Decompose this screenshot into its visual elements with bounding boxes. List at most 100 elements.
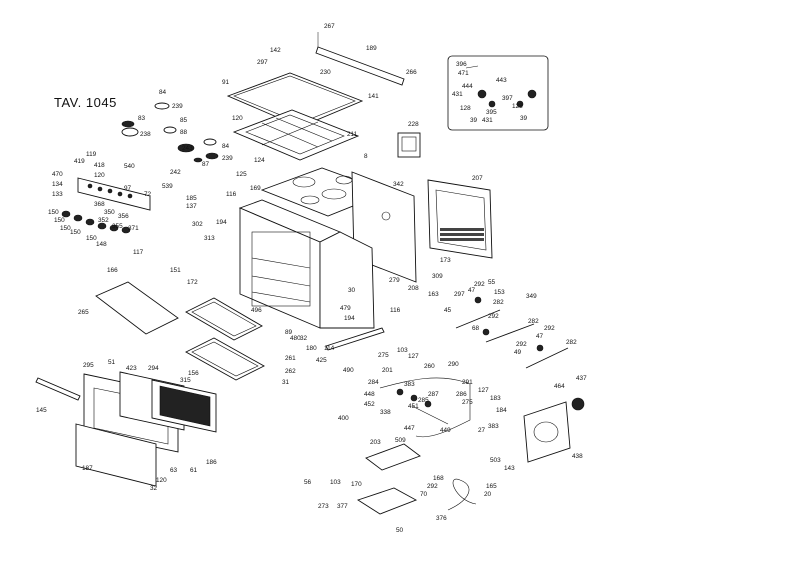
part-label: 242 bbox=[170, 169, 181, 176]
part-label: 39 bbox=[470, 117, 478, 124]
part-label: 201 bbox=[382, 367, 393, 374]
part-label: 444 bbox=[462, 83, 473, 90]
part-label: 286 bbox=[456, 391, 467, 398]
mounting-plate-part bbox=[365, 443, 421, 471]
part-label: 425 bbox=[316, 357, 327, 364]
part-label: 72 bbox=[144, 191, 152, 198]
part-label: 315 bbox=[180, 377, 191, 384]
part-label: 120 bbox=[94, 172, 105, 179]
part-label: 265 bbox=[78, 309, 89, 316]
part-label: 187 bbox=[82, 465, 93, 472]
part-label: 32 bbox=[150, 485, 158, 492]
part-label: 128 bbox=[512, 103, 523, 110]
part-label: 400 bbox=[338, 415, 349, 422]
part-label: 309 bbox=[432, 273, 443, 280]
part-label: 84 bbox=[159, 89, 167, 96]
part-label: 490 bbox=[343, 367, 354, 374]
part-label: 290 bbox=[448, 361, 459, 368]
part-label: 116 bbox=[226, 191, 237, 198]
back-panel-part bbox=[427, 179, 493, 259]
part-label: 150 bbox=[60, 225, 71, 232]
part-label: 448 bbox=[364, 391, 375, 398]
part-label: 437 bbox=[576, 375, 587, 382]
part-label: 189 bbox=[366, 45, 377, 52]
small-frame-part bbox=[397, 132, 421, 158]
part-label: 338 bbox=[380, 409, 391, 416]
part-label: 83 bbox=[138, 115, 146, 122]
part-label: 207 bbox=[472, 175, 483, 182]
part-label: 352 bbox=[98, 217, 109, 224]
part-label: 8 bbox=[364, 153, 368, 160]
gas-tube-part bbox=[447, 478, 477, 511]
part-label: 20 bbox=[484, 491, 492, 498]
part-label: 464 bbox=[554, 383, 565, 390]
part-label: 451 bbox=[408, 403, 419, 410]
detail-inset-box bbox=[447, 55, 549, 131]
oven-body-part bbox=[238, 199, 375, 329]
part-label: 39 bbox=[520, 115, 528, 122]
part-label: 151 bbox=[170, 267, 181, 274]
part-label: 166 bbox=[107, 267, 118, 274]
part-label: 103 bbox=[397, 347, 408, 354]
part-label: 377 bbox=[337, 503, 348, 510]
part-label: 540 bbox=[124, 163, 135, 170]
part-label: 47 bbox=[536, 333, 544, 340]
part-label: 294 bbox=[148, 365, 159, 372]
part-label: 119 bbox=[86, 151, 97, 158]
part-label: 183 bbox=[490, 395, 501, 402]
part-label: 452 bbox=[364, 401, 375, 408]
part-label: 31 bbox=[282, 379, 290, 386]
part-label: 292 bbox=[427, 483, 438, 490]
part-label: 297 bbox=[257, 59, 268, 66]
part-label: 61 bbox=[190, 467, 198, 474]
part-label: 349 bbox=[526, 293, 537, 300]
part-label: 128 bbox=[460, 105, 471, 112]
part-label: 431 bbox=[452, 91, 463, 98]
part-label: 142 bbox=[270, 47, 281, 54]
part-label: 447 bbox=[404, 425, 415, 432]
part-label: 419 bbox=[74, 158, 85, 165]
part-label: 228 bbox=[408, 121, 419, 128]
part-label: 89 bbox=[285, 329, 293, 336]
part-label: 63 bbox=[170, 467, 178, 474]
part-label: 368 bbox=[94, 201, 105, 208]
part-label: 116 bbox=[390, 307, 401, 314]
part-label: 133 bbox=[52, 191, 63, 198]
part-label: 117 bbox=[133, 249, 144, 256]
part-label: 163 bbox=[428, 291, 439, 298]
part-labels: 267 189 142 297 230 266 91 141 228 120 2… bbox=[36, 23, 587, 534]
part-label: 50 bbox=[396, 527, 404, 534]
part-label: 479 bbox=[340, 305, 351, 312]
part-label: 148 bbox=[96, 241, 107, 248]
convection-fan-part bbox=[523, 397, 585, 463]
part-label: 239 bbox=[172, 103, 183, 110]
part-label: 185 bbox=[186, 195, 197, 202]
drawer-front-part bbox=[75, 423, 157, 487]
part-label: 114 bbox=[324, 345, 335, 352]
part-label: 438 bbox=[572, 453, 583, 460]
part-label: 423 bbox=[126, 365, 137, 372]
part-label: 292 bbox=[516, 341, 527, 348]
part-label: 84 bbox=[222, 143, 230, 150]
part-label: 260 bbox=[424, 363, 435, 370]
part-label: 150 bbox=[70, 229, 81, 236]
page-title: TAV. 1045 bbox=[54, 95, 117, 110]
part-label: 55 bbox=[488, 279, 496, 286]
part-label: 397 bbox=[502, 95, 513, 102]
part-label: 509 bbox=[395, 437, 406, 444]
bottom-tray-part bbox=[95, 281, 179, 335]
part-label: 47 bbox=[468, 287, 476, 294]
part-label: 292 bbox=[544, 325, 555, 332]
part-label: 267 bbox=[324, 23, 335, 30]
part-label: 302 bbox=[192, 221, 203, 228]
part-label: 471 bbox=[458, 70, 469, 77]
part-label: 150 bbox=[54, 217, 65, 224]
part-label: 279 bbox=[389, 277, 400, 284]
part-label: 431 bbox=[482, 117, 493, 124]
part-label: 313 bbox=[204, 235, 215, 242]
part-label: 91 bbox=[222, 79, 230, 86]
part-label: 539 bbox=[162, 183, 173, 190]
part-label: 350 bbox=[104, 209, 115, 216]
